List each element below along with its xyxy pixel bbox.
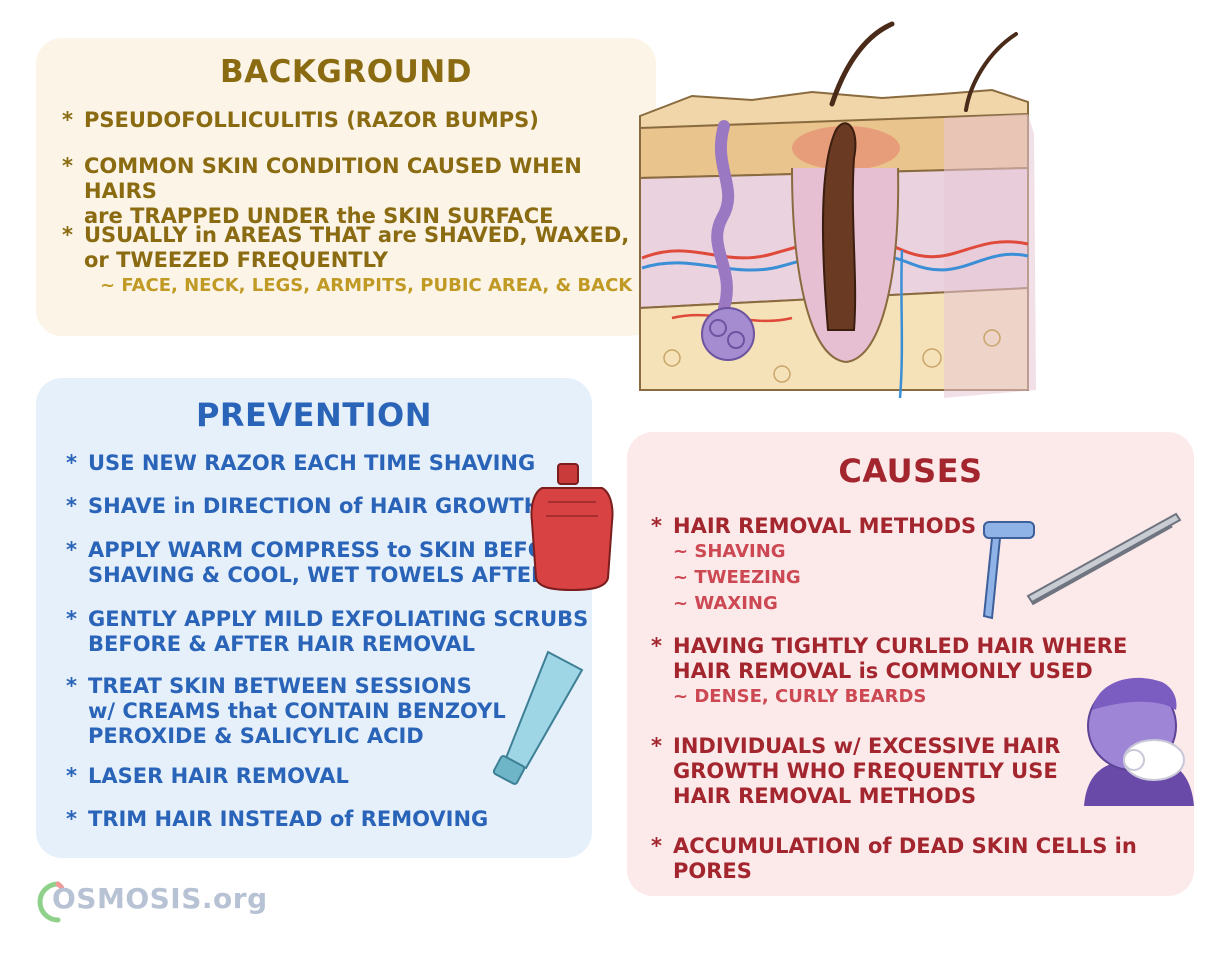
- prevention-item: * SHAVE in DIRECTION of HAIR GROWTH: [66, 494, 542, 518]
- osmosis-logo-text: OSMOSIS.org: [52, 882, 268, 915]
- prevention-item: * TRIM HAIR INSTEAD of REMOVING: [66, 807, 489, 831]
- prevention-title: PREVENTION: [195, 396, 433, 434]
- prevention-item: * LASER HAIR REMOVAL: [66, 764, 349, 788]
- osmosis-logo-mark-icon: [37, 881, 64, 923]
- background-panel: BACKGROUND * PSEUDOFOLLICULITIS (RAZOR B…: [36, 38, 656, 336]
- causes-item: * ACCUMULATION of DEAD SKIN CELLS in POR…: [651, 834, 1137, 883]
- osmosis-logo: OSMOSIS.org: [34, 876, 267, 926]
- shaving-man-icon: [1084, 677, 1194, 806]
- prevention-item: * TREAT SKIN BETWEEN SESSIONS w/ CREAMS …: [66, 674, 506, 748]
- prevention-item: * GENTLY APPLY MILD EXFOLIATING SCRUBS B…: [66, 607, 589, 656]
- skin-cross-section-illustration: [639, 21, 1036, 399]
- causes-item: * INDIVIDUALS w/ EXCESSIVE HAIR GROWTH W…: [651, 734, 1061, 808]
- hot-water-bottle-icon: [530, 463, 614, 592]
- prevention-item: * APPLY WARM COMPRESS to SKIN BEFORE SHA…: [66, 538, 577, 587]
- cream-tube-icon: [492, 650, 584, 785]
- prevention-panel: PREVENTION * USE NEW RAZOR EACH TIME SHA…: [36, 378, 592, 858]
- causes-item: * HAIR REMOVAL METHODS ~ SHAVING ~ TWEEZ…: [651, 514, 977, 614]
- prevention-item: * USE NEW RAZOR EACH TIME SHAVING: [66, 451, 536, 475]
- background-item: * PSEUDOFOLLICULITIS (RAZOR BUMPS): [62, 108, 539, 132]
- background-item: * USUALLY in AREAS THAT are SHAVED, WAXE…: [62, 223, 633, 296]
- background-item: * COMMON SKIN CONDITION CAUSED WHEN HAIR…: [62, 154, 582, 228]
- causes-item: * HAVING TIGHTLY CURLED HAIR WHERE HAIR …: [651, 634, 1128, 707]
- razor-icon: [982, 521, 1035, 620]
- background-title: BACKGROUND: [220, 54, 472, 90]
- causes-title: CAUSES: [838, 452, 983, 490]
- tweezers-icon: [1026, 512, 1182, 606]
- causes-panel: CAUSES * HAIR REMOVAL METHODS ~ SHAVING …: [627, 432, 1194, 896]
